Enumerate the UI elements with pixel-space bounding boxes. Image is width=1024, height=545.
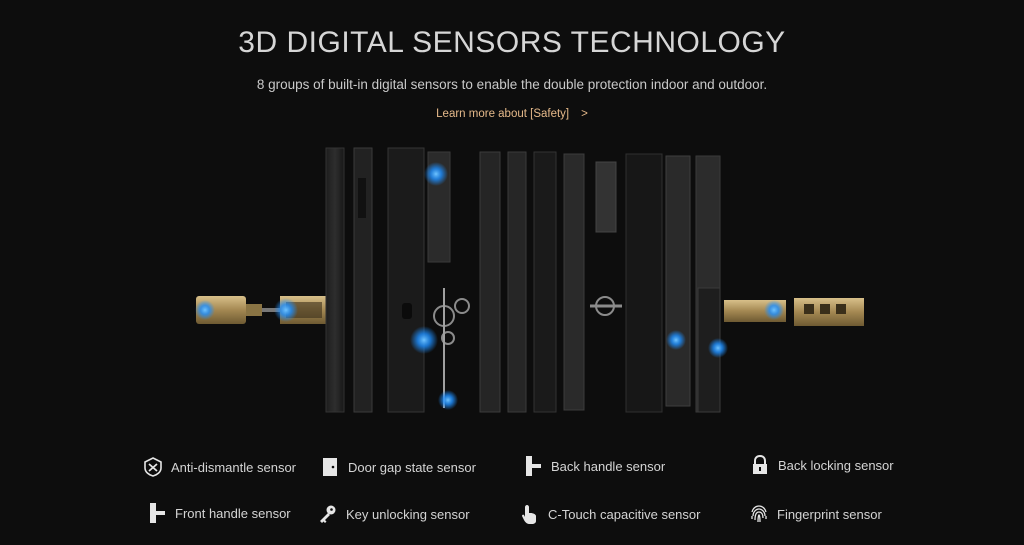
lock-plates	[325, 147, 721, 413]
anti-dismantle-icon	[143, 457, 163, 477]
sensor-label: Back handle sensor	[551, 458, 666, 474]
sensor-label: Anti-dismantle sensor	[171, 459, 296, 475]
lock-icon	[750, 455, 770, 475]
sensor-label: Key unlocking sensor	[346, 506, 470, 522]
sensor-fingerprint: Fingerprint sensor	[749, 504, 882, 524]
exploded-lock-illustration	[195, 147, 864, 413]
sensor-glows	[195, 162, 784, 410]
right-lock-bolt	[724, 298, 864, 326]
sensor-label: Door gap state sensor	[348, 459, 476, 475]
touch-icon	[520, 504, 540, 524]
sensor-back-locking: Back locking sensor	[750, 455, 894, 475]
handle-icon	[147, 503, 167, 523]
page-title: 3D DIGITAL SENSORS TECHNOLOGY	[238, 26, 786, 59]
sensor-front-handle: Front handle sensor	[147, 503, 291, 523]
fingerprint-icon	[749, 504, 769, 524]
sensor-label: Back locking sensor	[778, 457, 894, 473]
handle-icon	[523, 456, 543, 476]
chevron-right-icon: >	[581, 108, 588, 120]
sensor-label: C-Touch capacitive sensor	[548, 506, 701, 522]
sensor-label: Front handle sensor	[175, 505, 291, 521]
sensor-key-unlocking: Key unlocking sensor	[318, 504, 470, 524]
door-icon	[320, 457, 340, 477]
learn-more-label: Learn more about [Safety]	[436, 108, 570, 120]
page-subtitle: 8 groups of built-in digital sensors to …	[256, 77, 768, 92]
gear-mechanism	[433, 288, 622, 408]
sensor-label: Fingerprint sensor	[777, 506, 882, 522]
left-lock-cylinder	[196, 296, 332, 324]
sensor-door-gap: Door gap state sensor	[320, 457, 476, 477]
learn-more-safety-link[interactable]: Learn more about [Safety] >	[0, 108, 1024, 120]
sensor-c-touch: C-Touch capacitive sensor	[520, 504, 700, 524]
key-icon	[318, 504, 338, 524]
sensor-anti-dismantle: Anti-dismantle sensor	[143, 457, 296, 477]
sensor-back-handle: Back handle sensor	[523, 456, 665, 476]
